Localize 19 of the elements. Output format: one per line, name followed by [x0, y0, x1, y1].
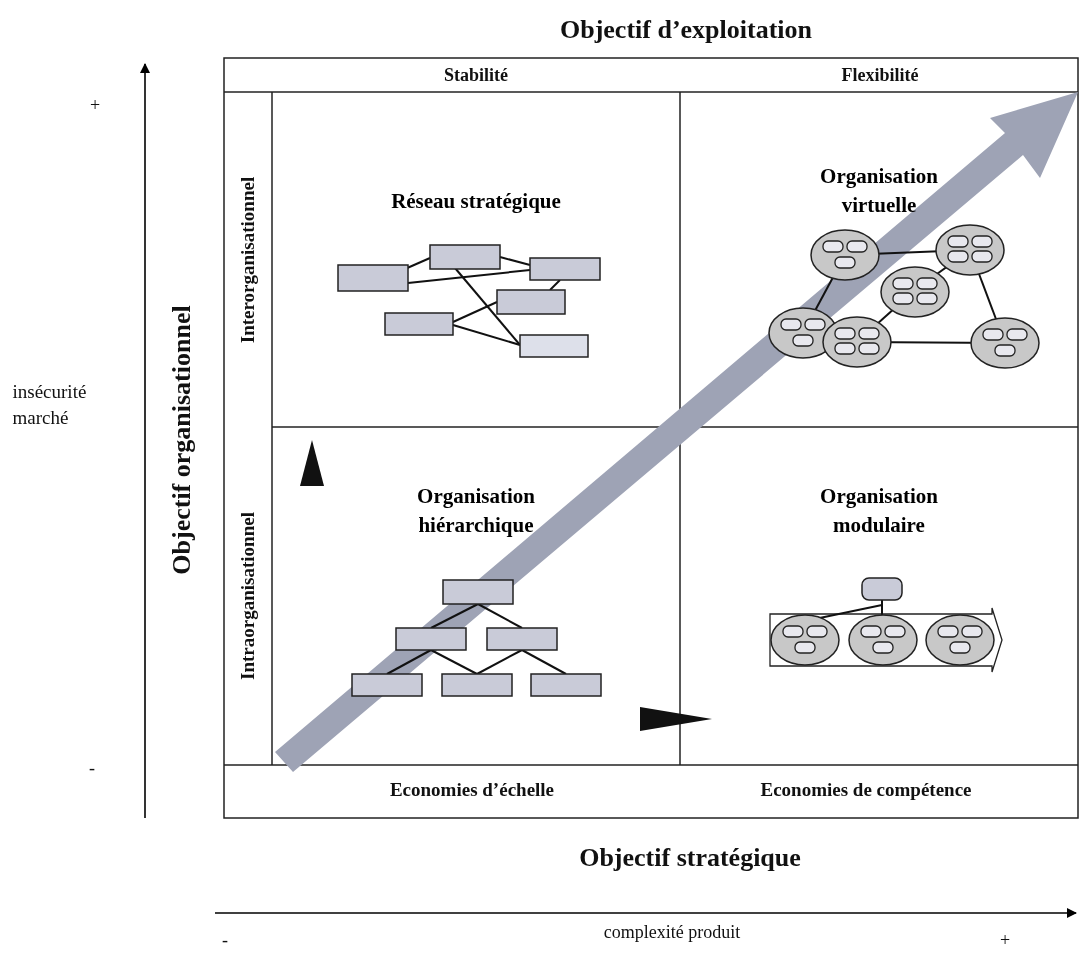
- column-footer: Economies d’échelle: [389, 779, 555, 801]
- row-heading: Interorganisationnel: [237, 176, 259, 344]
- axis-heading: Objectif organisationnel: [167, 305, 197, 575]
- axis-caption: insécurité marché: [12, 380, 88, 430]
- column-heading: Flexibilité: [841, 64, 919, 86]
- axis-heading: Objectif stratégique: [579, 843, 801, 873]
- column-footer: Economies de compétence: [760, 779, 972, 801]
- quadrant-title: Réseau stratégique: [390, 188, 562, 215]
- quadrant-title: Organisation hiérarchique: [416, 483, 536, 539]
- axis-caption: complexité produit: [603, 921, 741, 943]
- axis-sign: +: [89, 94, 101, 116]
- quadrant-title: Organisation virtuelle: [819, 163, 939, 219]
- column-heading: Stabilité: [444, 64, 508, 86]
- quadrant-title: Organisation modulaire: [819, 483, 939, 539]
- axis-sign: +: [999, 929, 1011, 951]
- axis-sign: -: [222, 929, 228, 951]
- row-heading: Intraorganisationnel: [237, 512, 259, 680]
- axis-sign: -: [89, 757, 95, 779]
- axis-heading: Objectif d’exploitation: [560, 15, 812, 45]
